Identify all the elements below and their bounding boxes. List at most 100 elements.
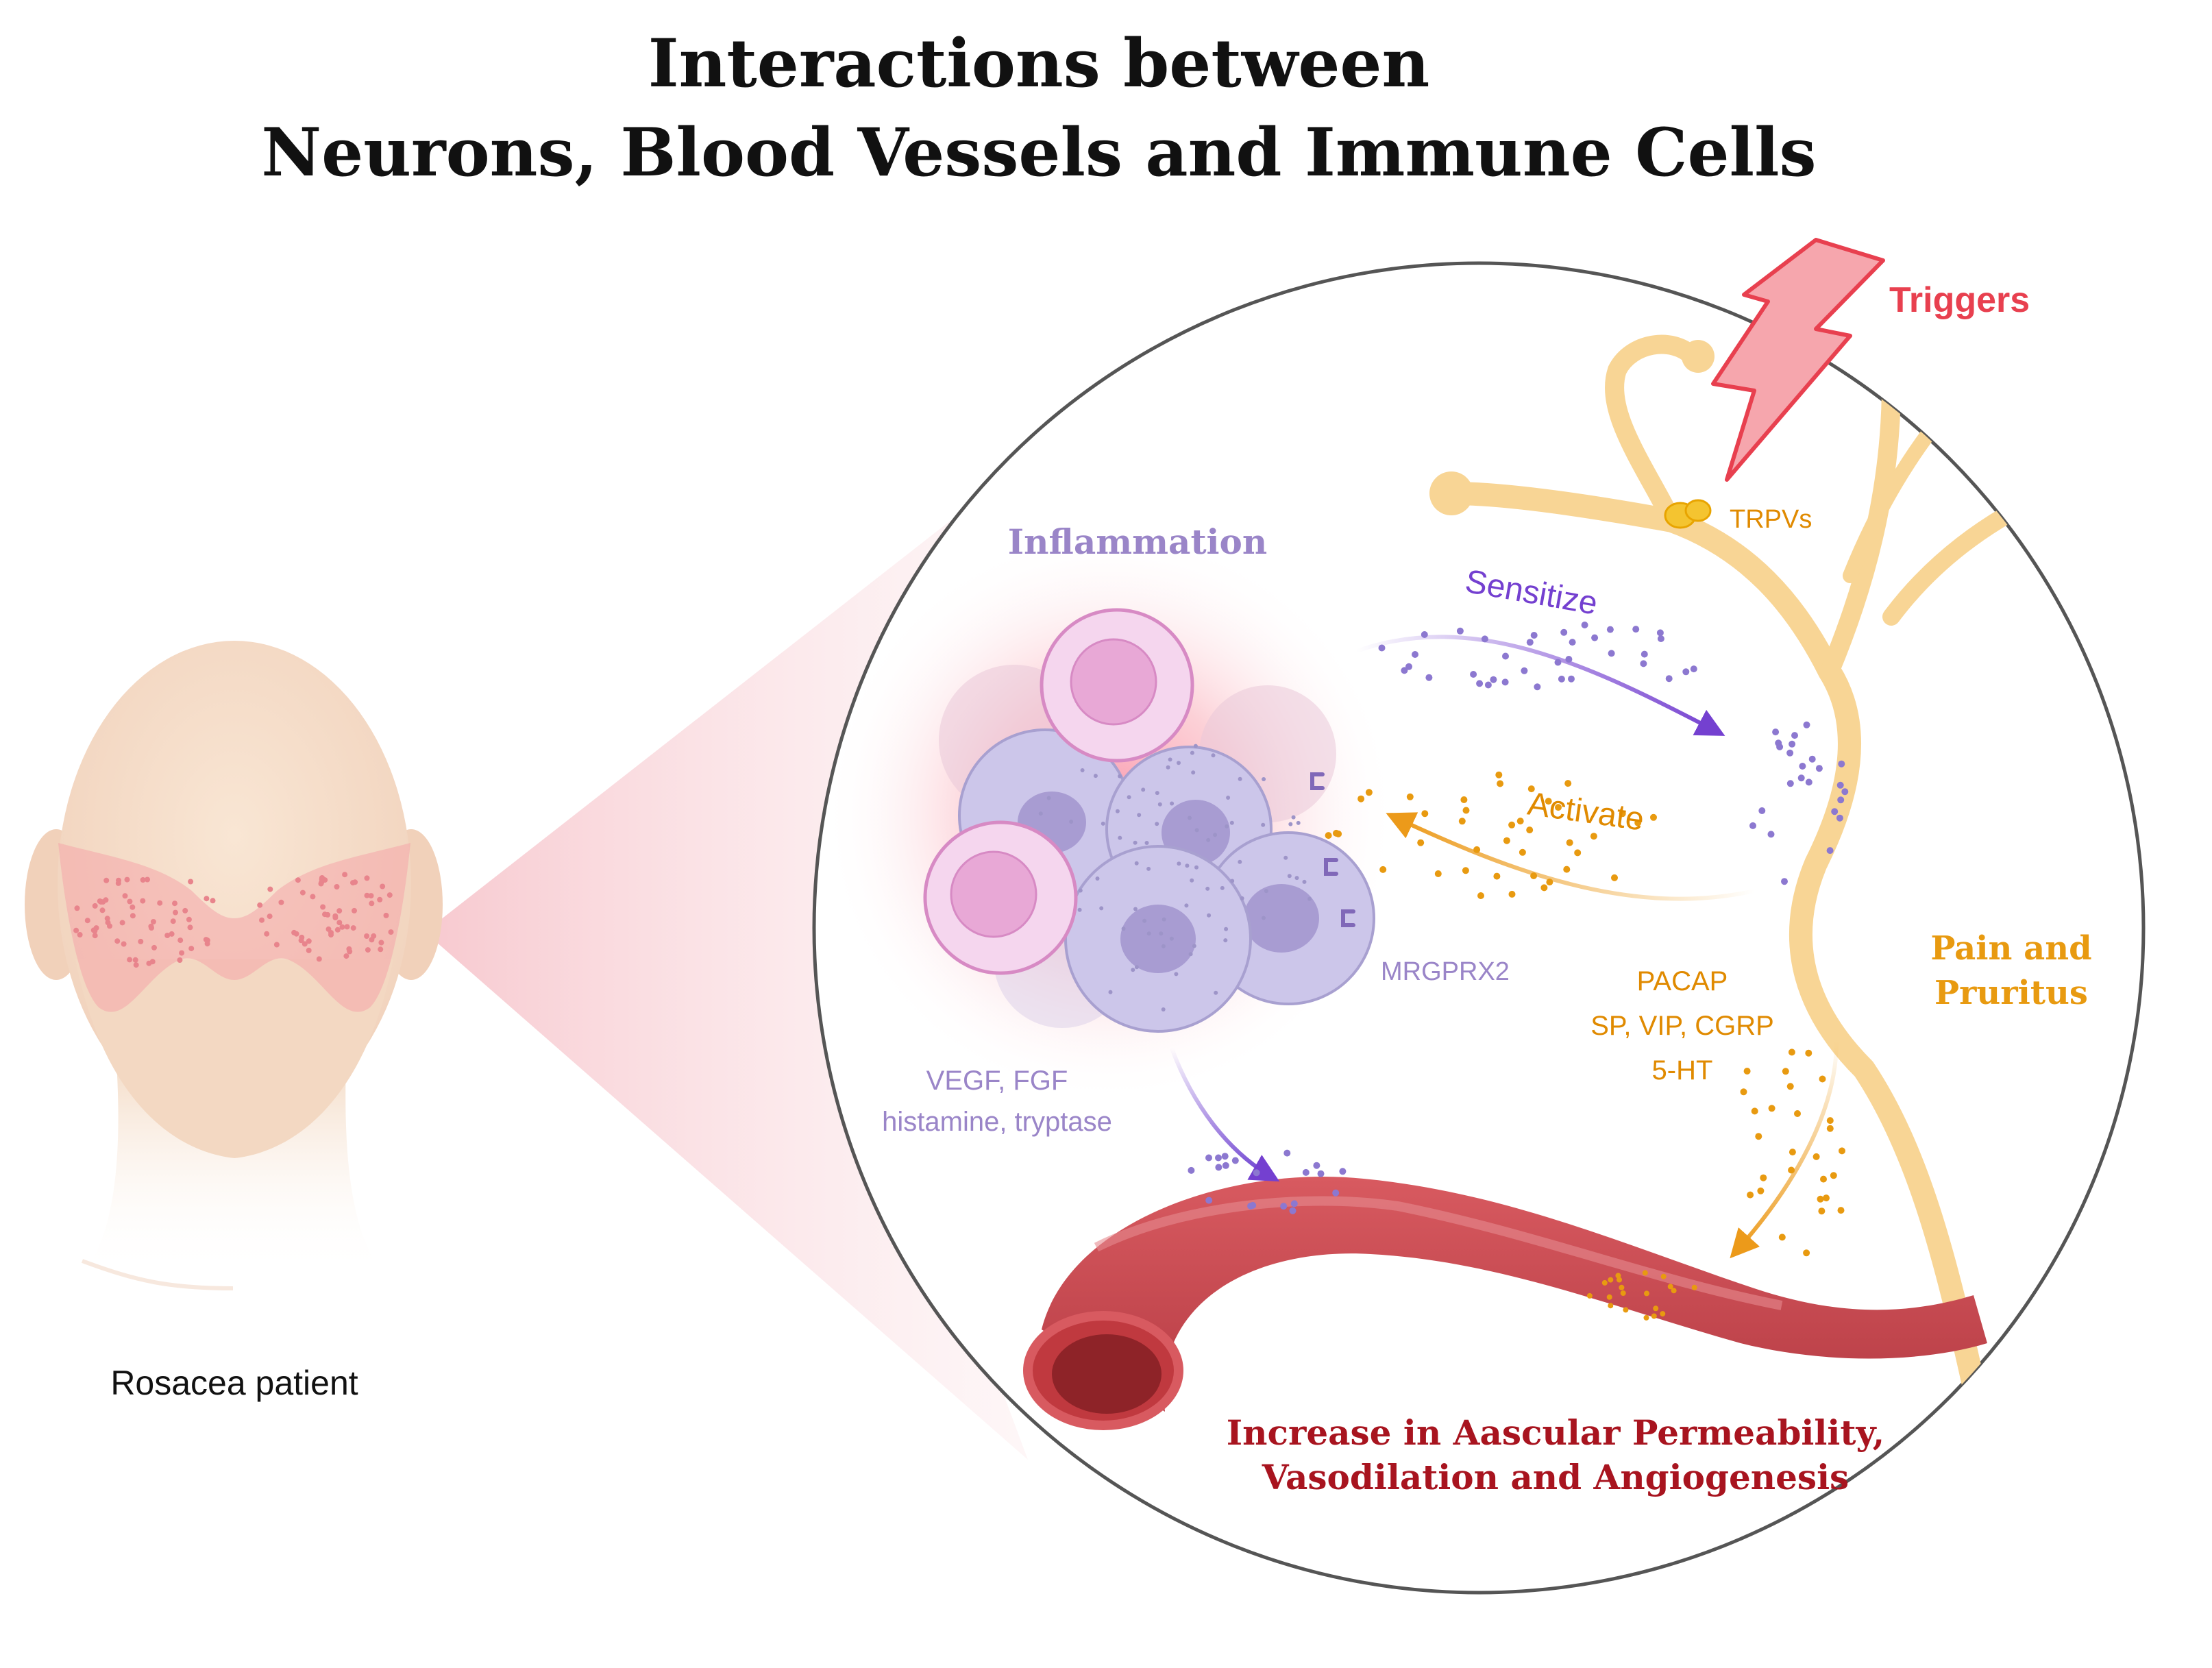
dot xyxy=(1190,878,1194,883)
dot xyxy=(1803,721,1810,728)
dot xyxy=(1417,839,1425,846)
dot xyxy=(257,902,263,908)
dot xyxy=(1101,821,1105,826)
dot xyxy=(1608,650,1615,657)
dot xyxy=(1238,776,1242,781)
dot xyxy=(1220,885,1225,890)
dot xyxy=(1131,968,1135,972)
dot xyxy=(1619,810,1626,818)
dot xyxy=(1797,774,1805,782)
dot xyxy=(302,941,308,947)
dot xyxy=(1405,663,1412,670)
dot xyxy=(1620,1290,1626,1296)
dot xyxy=(1581,622,1588,628)
dot xyxy=(1642,1270,1648,1276)
dot xyxy=(1634,819,1642,826)
dot xyxy=(1608,1277,1614,1283)
dot xyxy=(347,948,353,955)
dot xyxy=(1229,820,1234,825)
dot xyxy=(1137,813,1142,818)
neuro-mediator-2: SP, VIP, CGRP xyxy=(1590,1011,1774,1041)
dot xyxy=(320,904,326,910)
dot xyxy=(1758,807,1766,814)
dot xyxy=(1421,810,1429,818)
dot xyxy=(1493,872,1501,880)
dot xyxy=(1826,847,1834,855)
dot xyxy=(1249,1201,1257,1209)
dot xyxy=(1177,861,1181,866)
dot xyxy=(1205,886,1210,891)
dot xyxy=(273,942,280,948)
dot xyxy=(267,913,273,920)
dot xyxy=(368,893,374,899)
mediator-dots xyxy=(1188,622,1849,1321)
immune-cell-cluster xyxy=(923,608,1375,1033)
dot xyxy=(1837,796,1845,804)
dot xyxy=(342,872,348,878)
dot xyxy=(1335,830,1342,837)
dot xyxy=(1190,750,1194,755)
dot xyxy=(1118,774,1122,778)
immune-mediator-2: histamine, tryptase xyxy=(882,1107,1112,1137)
dot xyxy=(1302,1168,1310,1176)
dot xyxy=(182,907,188,913)
dot xyxy=(1121,927,1126,931)
dot xyxy=(334,884,340,890)
dot xyxy=(1141,787,1146,792)
dot xyxy=(1157,802,1162,807)
dot xyxy=(204,941,210,947)
dot xyxy=(1781,878,1788,885)
dot xyxy=(1425,674,1433,681)
dot xyxy=(1519,848,1526,856)
dot xyxy=(97,898,103,904)
dot xyxy=(1501,678,1509,686)
dot xyxy=(1740,1088,1747,1096)
pain-pruritus-line-2: Pruritus xyxy=(1934,974,2088,1012)
dot xyxy=(1456,627,1464,635)
dot xyxy=(319,875,325,881)
dot xyxy=(121,941,127,947)
dot xyxy=(1317,1170,1325,1177)
dot xyxy=(1205,1154,1212,1162)
dot xyxy=(1568,675,1575,683)
dot xyxy=(369,937,375,943)
dot xyxy=(1558,675,1565,683)
dot xyxy=(1462,867,1469,874)
dot xyxy=(204,896,210,902)
pain-pruritus-line-1: Pain and xyxy=(1930,929,2091,968)
dot xyxy=(1225,824,1229,829)
dot xyxy=(1080,768,1085,772)
dot xyxy=(1192,944,1196,948)
dot xyxy=(114,938,121,944)
dot xyxy=(306,938,312,944)
dot xyxy=(1215,1164,1222,1171)
dot xyxy=(1193,744,1198,748)
dot xyxy=(1749,822,1756,829)
dot xyxy=(1162,917,1166,922)
mast-cell xyxy=(1064,845,1252,1033)
dot xyxy=(1144,841,1149,845)
mediator-arrow xyxy=(1730,1041,1839,1259)
dot xyxy=(1566,839,1573,846)
dot xyxy=(1283,855,1288,860)
dot xyxy=(173,909,178,916)
dot xyxy=(1632,626,1640,633)
dot xyxy=(1569,639,1576,646)
dot xyxy=(1325,832,1332,839)
dot xyxy=(388,929,394,935)
dot xyxy=(1379,866,1387,873)
dot xyxy=(1794,1110,1801,1117)
dot xyxy=(92,933,98,939)
dot xyxy=(1221,1153,1229,1160)
dot xyxy=(1188,952,1193,957)
dot xyxy=(1476,680,1484,687)
dot xyxy=(1606,626,1614,633)
dot xyxy=(1205,1197,1213,1204)
dot xyxy=(1778,1234,1786,1241)
vascular-effects-line-2: Vasodilation and Angiogenesis xyxy=(1262,1457,1849,1497)
zoom-circle xyxy=(812,261,2146,1595)
dot xyxy=(188,879,194,885)
dot xyxy=(1287,874,1292,879)
dot xyxy=(365,947,371,953)
dot xyxy=(267,886,273,892)
